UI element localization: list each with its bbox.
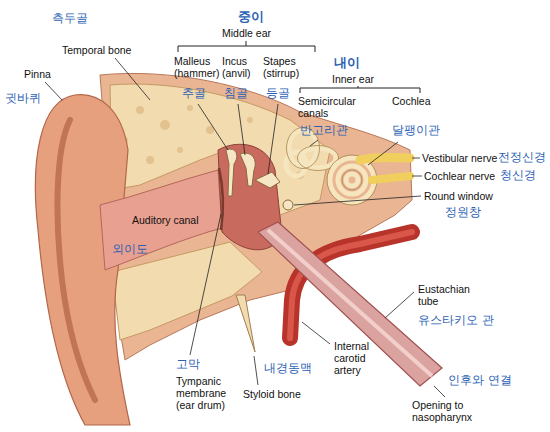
- korean-label: 반고리관: [300, 124, 348, 137]
- part-label: Auditory canal: [132, 214, 212, 226]
- part-label: Internal carotid artery: [334, 340, 392, 376]
- bone-texture: [122, 105, 304, 179]
- korean-label: 등골: [266, 87, 290, 100]
- pinna-fold: [57, 120, 95, 400]
- part-label: Cochlea: [392, 95, 431, 107]
- cochlear-nerve-shape: [372, 176, 410, 180]
- korean-label: 추골: [182, 87, 206, 100]
- part-label: Malleus (hammer): [174, 55, 224, 79]
- part-label: Round window: [424, 190, 493, 202]
- part-label: Cochlear nerve: [424, 170, 495, 182]
- part-label: Inner ear: [332, 73, 374, 85]
- carotid-artery-highlight: [290, 232, 412, 338]
- part-label: Stapes (stirrup): [263, 55, 309, 79]
- korean-label: 고막: [176, 358, 200, 371]
- part-label: Temporal bone: [62, 44, 131, 56]
- bracket: [178, 41, 315, 52]
- malleus-shape: [226, 149, 237, 196]
- eustachian-tube-shape: [258, 222, 442, 386]
- korean-label: 측두골: [52, 12, 88, 25]
- korean-label: 침골: [224, 87, 248, 100]
- eustachian-lumen: [268, 230, 432, 376]
- carotid-artery-shape: [290, 232, 412, 338]
- bracket: [300, 86, 420, 93]
- part-label: Pinna: [24, 68, 51, 80]
- korean-label: 달팽이관: [392, 124, 440, 137]
- part-label: Middle ear: [222, 27, 271, 39]
- korean-label: 인후와 연결: [448, 374, 512, 387]
- korean-label: 전정신경: [498, 151, 546, 164]
- auditory-canal: [100, 170, 222, 270]
- part-label: Vestibular nerve: [422, 152, 497, 164]
- incus-shape: [240, 153, 255, 186]
- korean-label: 외이도: [112, 243, 148, 256]
- round-window-shape: [283, 200, 293, 210]
- korean-label: 내경동맥: [264, 362, 312, 375]
- korean-label: 중이: [238, 10, 264, 25]
- stapes-shape: [255, 172, 280, 188]
- part-label: Styloid bone: [243, 388, 301, 400]
- vestibular-nerve-shape: [360, 158, 410, 161]
- part-label: Incus (anvil): [222, 55, 262, 79]
- part-label: Semicircular canals: [298, 95, 364, 119]
- korean-label: 유스타키오 관: [418, 314, 494, 327]
- leader-lines: [45, 58, 445, 397]
- korean-label: 청신경: [500, 169, 536, 182]
- korean-label: 정원창: [445, 206, 481, 219]
- part-label: Opening to nasopharynx: [412, 399, 504, 423]
- korean-label: 내이: [334, 56, 360, 71]
- cochlea-spiral: [330, 158, 374, 202]
- korean-label: 귓바퀴: [5, 92, 41, 105]
- part-label: Tympanic membrane (ear drum): [176, 375, 238, 411]
- styloid-shape: [236, 295, 255, 352]
- part-label: Eustachian tube: [418, 283, 480, 307]
